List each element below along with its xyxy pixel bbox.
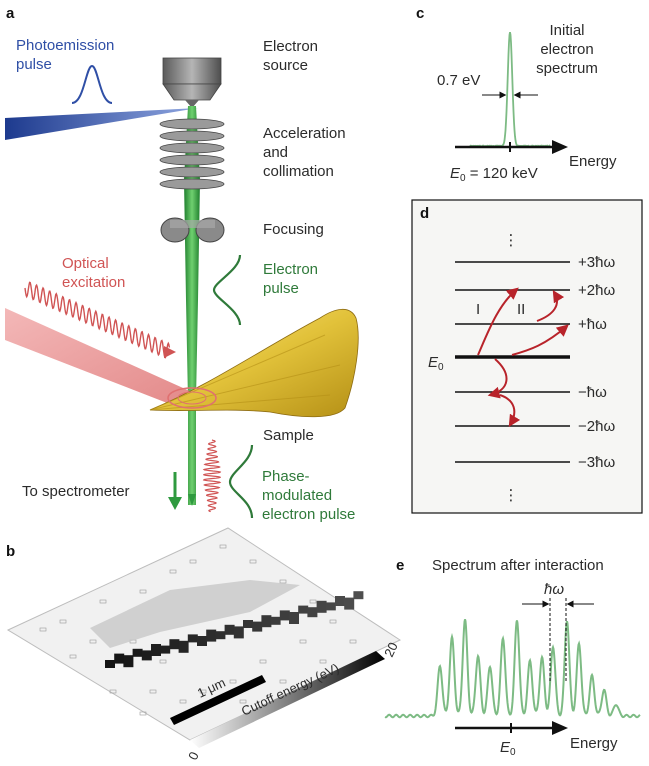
map-dark-pixel bbox=[335, 596, 345, 606]
electron-pulse-label: Electronpulse bbox=[263, 261, 318, 297]
map-dark-pixel bbox=[179, 641, 189, 653]
panel-b-letter: b bbox=[6, 543, 15, 560]
panel-e-title: Spectrum after interaction bbox=[432, 557, 604, 574]
map-dark-pixel bbox=[243, 620, 253, 628]
energy-level-label: −2ħω bbox=[578, 418, 615, 435]
energy-level-label: +2ħω bbox=[578, 282, 615, 299]
electron-source-icon bbox=[163, 58, 221, 108]
panel-e-letter: e bbox=[396, 557, 404, 574]
map-dark-pixel bbox=[289, 612, 299, 624]
panel-d-letter: d bbox=[420, 205, 429, 222]
electron-source-label: Electronsource bbox=[263, 38, 318, 74]
energy-level-label: −ħω bbox=[578, 384, 607, 401]
electron-beam bbox=[184, 106, 200, 505]
energy-axis-c-label: Energy bbox=[569, 153, 617, 170]
acceleration-disk bbox=[160, 131, 224, 141]
initial-spectrum-peak bbox=[470, 32, 550, 146]
phase-modulated-wave-shape bbox=[204, 440, 220, 512]
energy-axis-c-arrowhead-icon bbox=[552, 140, 568, 154]
map-dark-pixel bbox=[234, 626, 244, 638]
map-dark-pixel bbox=[114, 654, 124, 664]
panel-e: e Spectrum after interaction Energy E0 ħ… bbox=[385, 557, 640, 758]
map-dark-pixel bbox=[133, 649, 143, 657]
optical-excitation-label: Opticalexcitation bbox=[62, 255, 125, 291]
sample-label: Sample bbox=[263, 427, 314, 444]
acceleration-label: Accelerationandcollimation bbox=[263, 125, 346, 180]
focusing-label: Focusing bbox=[263, 221, 324, 238]
acceleration-disk bbox=[160, 143, 224, 153]
map-dark-pixel bbox=[307, 607, 317, 617]
process-1-label: I bbox=[476, 301, 480, 318]
energy-level-label: +ħω bbox=[578, 316, 607, 333]
map-dark-pixel bbox=[298, 606, 308, 614]
energy-level-label: +3ħω bbox=[578, 254, 615, 271]
acceleration-disk bbox=[160, 167, 224, 177]
to-spectrometer-label: To spectrometer bbox=[22, 483, 130, 500]
fwhm-label: 0.7 eV bbox=[437, 72, 480, 89]
map-dark-pixel bbox=[252, 622, 262, 632]
hw-label: ħω bbox=[544, 581, 564, 598]
acceleration-disk bbox=[160, 179, 224, 189]
e0-label-e: E0 bbox=[500, 739, 516, 758]
map-dark-pixel bbox=[105, 660, 115, 668]
map-dark-pixel bbox=[271, 617, 281, 625]
map-dark-pixel bbox=[326, 602, 336, 610]
panel-c-letter: c bbox=[416, 5, 424, 22]
map-dark-pixel bbox=[353, 591, 363, 599]
process-2-label: II bbox=[517, 301, 525, 318]
map-dark-pixel bbox=[151, 644, 161, 656]
map-dark-pixel bbox=[261, 615, 271, 627]
map-dark-pixel bbox=[169, 639, 179, 649]
photoemission-pulse-shape bbox=[72, 66, 112, 103]
map-dark-pixel bbox=[188, 634, 198, 642]
energy-axis-e-label: Energy bbox=[570, 735, 618, 752]
phase-modulated-envelope-shape bbox=[230, 445, 252, 518]
map-dark-pixel bbox=[197, 636, 207, 646]
dots-top: ⋮ bbox=[504, 232, 519, 249]
map-dark-pixel bbox=[215, 631, 225, 639]
map-dark-pixel bbox=[225, 625, 235, 635]
sample-icon bbox=[150, 309, 358, 416]
phase-modulated-label: Phase-modulatedelectron pulse bbox=[262, 468, 355, 523]
map-dark-pixel bbox=[344, 598, 354, 610]
initial-spectrum-label: Initialelectronspectrum bbox=[536, 22, 598, 77]
panel-a-letter: a bbox=[6, 5, 15, 22]
map-dark-pixel bbox=[160, 646, 170, 654]
optical-wave-arrowhead-icon bbox=[164, 346, 176, 358]
energy-level-label: −3ħω bbox=[578, 454, 615, 471]
sideband-spectrum bbox=[385, 619, 640, 717]
map-dark-pixel bbox=[123, 655, 133, 667]
colorbar-min: 0 bbox=[185, 749, 202, 762]
panel-b: b 1 μm Cutoff energy (eV) 0 20 bbox=[6, 528, 401, 762]
energy-axis-e-arrowhead-icon bbox=[552, 721, 568, 735]
map-dark-pixel bbox=[142, 650, 152, 660]
panel-d: d ⋮ ⋮ +3ħω+2ħω+ħω−ħω−2ħω−3ħω E0 I II bbox=[412, 200, 642, 513]
panel-c: c 0.7 eV Initialelectronspectrum Energy … bbox=[416, 5, 617, 184]
acceleration-disk bbox=[160, 119, 224, 129]
spectrometer-arrowhead-icon bbox=[168, 497, 182, 510]
map-dark-pixel bbox=[280, 610, 290, 620]
panel-a: a Photoemissionpulse Opticalexcitation bbox=[5, 5, 358, 523]
electron-pulse-shape bbox=[214, 255, 240, 325]
e0-value-label: E0 = 120 keV bbox=[450, 165, 538, 184]
acceleration-disk bbox=[160, 155, 224, 165]
dots-bottom: ⋮ bbox=[504, 487, 519, 504]
map-dark-pixel bbox=[317, 601, 327, 613]
map-dark-pixel bbox=[206, 630, 216, 642]
photoemission-label: Photoemissionpulse bbox=[16, 37, 114, 73]
